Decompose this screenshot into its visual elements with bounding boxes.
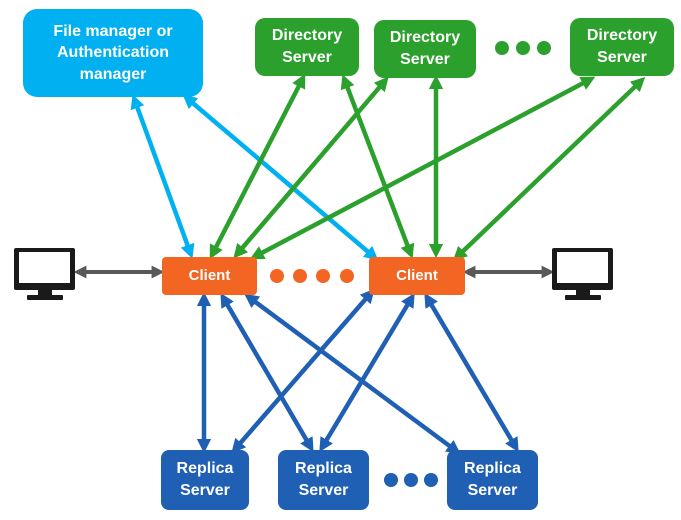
replica-server-line2: Server [180,482,230,499]
client-label: Client [188,266,231,284]
edge-ds1-client2 [340,74,415,259]
ellipsis-clients [270,269,354,283]
edge-ds3-client2 [452,77,646,261]
directory-server-node: Directory Server [374,20,476,78]
directory-server-line2: Server [282,49,332,66]
replica-server-line2: Server [298,482,349,499]
client-node: Client [162,257,257,295]
replica-server-line1: Replica [295,460,352,478]
monitor-icon [552,248,613,300]
edge-client1-rs2 [220,292,314,453]
monitor-icon [14,248,75,300]
directory-server-line1: Directory [389,29,461,47]
directory-server-line2: Server [400,51,450,68]
replica-server-line1: Replica [464,460,521,478]
file-manager-line3: manager [79,65,147,83]
file-manager-line2: Authentication [57,44,169,62]
ellipsis-directory [495,41,551,55]
replica-server-line1: Replica [176,460,234,478]
client-node: Client [369,257,465,295]
directory-server-line2: Server [597,49,647,66]
replica-server-line2: Server [467,482,518,499]
edge-client2-rs3 [424,292,519,453]
edge-ds3-client1 [249,76,596,260]
edge-client2-rs2 [319,292,415,453]
replica-server-node: Replica Server [161,450,249,510]
directory-server-node: Directory Server [255,18,359,76]
edge-client1-rs3 [244,293,461,455]
directory-server-line1: Directory [586,27,658,45]
file-manager-node: File manager or Authentication manager [23,9,203,97]
ellipsis-replicas [384,473,438,487]
client-label: Client [396,266,438,284]
edge-fm-client1 [130,94,195,259]
directory-server-line1: Directory [271,27,343,45]
replica-server-node: Replica Server [447,450,538,510]
directory-server-node: Directory Server [570,18,674,76]
file-manager-line1: File manager or [53,22,173,40]
replica-server-node: Replica Server [278,450,369,510]
